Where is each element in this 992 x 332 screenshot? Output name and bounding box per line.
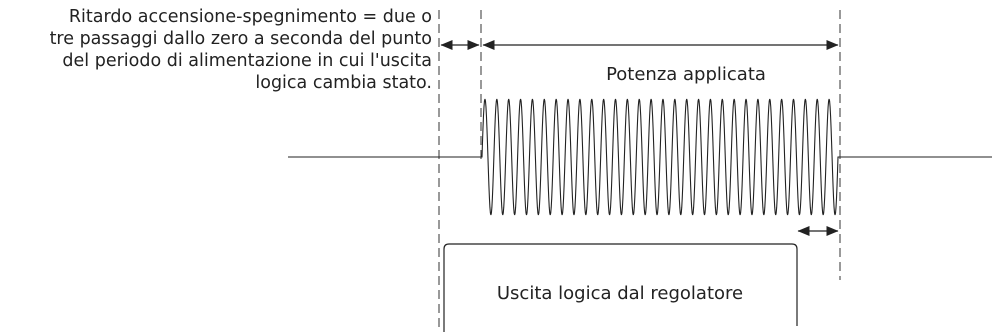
power-waveform xyxy=(288,98,992,216)
logic-output-label: Uscita logica dal regolatore xyxy=(496,283,744,304)
delay-annotation-line-4: logica cambia stato. xyxy=(255,73,432,93)
delay-annotation-line-1: Ritardo accensione-spegnimento = due o xyxy=(68,7,432,27)
power-applied-label: Potenza applicata xyxy=(606,64,766,85)
logic-output-pulse xyxy=(443,243,798,332)
delay-annotation-line-2: tre passaggi dallo zero a seconda del pu… xyxy=(49,29,432,49)
delay-annotation: Ritardo accensione-spegnimento = due o t… xyxy=(0,6,432,94)
delay-annotation-line-3: del periodo di alimentazione in cui l'us… xyxy=(62,51,432,71)
